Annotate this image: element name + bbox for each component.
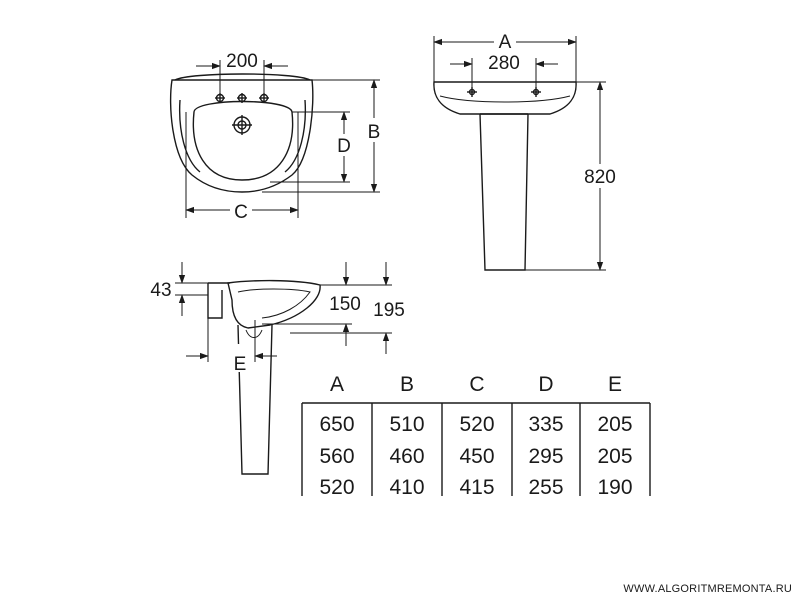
table-header: A [330,373,344,396]
table-cell: 560 [319,445,354,468]
table-cell: 520 [459,413,494,436]
dim-D-label: D [337,136,351,157]
dim-B-label: B [368,122,381,143]
table-cell: 460 [389,445,424,468]
dim-A-label: A [499,32,512,53]
table-cell: 335 [528,413,563,436]
table-header: B [400,373,414,396]
table-cell: 415 [459,476,494,499]
dim-280-label: 280 [488,53,520,74]
table-cell: 410 [389,476,424,499]
basin-outer-outline [169,79,314,193]
wall-bracket [207,283,223,319]
table-row: 560 460 450 295 205 [319,445,632,468]
table-cell: 205 [597,413,632,436]
table-cell: 450 [459,445,494,468]
size-table [301,402,651,496]
table-cell: 205 [597,445,632,468]
table-cell: 520 [319,476,354,499]
table-row: 520 410 415 255 190 [319,476,632,499]
dim-150-label: 150 [329,294,361,315]
front-pedestal [479,113,529,271]
basin-inner-bowl [192,100,294,181]
table-cell: 255 [528,476,563,499]
watermark-text: WWW.ALGORITMREMONTA.RU [623,583,792,595]
front-view [433,36,606,271]
dim-200-label: 200 [226,51,258,72]
drain-icon [232,115,252,135]
size-table-headers: A B C D E [330,373,622,396]
basin-rim [174,73,311,81]
table-header: C [469,373,484,396]
front-basin [433,81,577,115]
dim-195-label: 195 [373,300,405,321]
table-cell: 510 [389,413,424,436]
table-row: 650 510 520 335 205 [319,413,632,436]
tap-hole-icon [237,93,247,103]
side-view [175,262,392,475]
table-header: E [608,373,622,396]
dim-E-label: E [234,354,247,375]
table-cell: 295 [528,445,563,468]
table-cell: 190 [597,476,632,499]
dim-43-label: 43 [150,280,171,301]
table-header: D [538,373,553,396]
table-cell: 650 [319,413,354,436]
dim-820-label: 820 [584,167,616,188]
dim-C-label: C [234,202,248,223]
side-pedestal [237,324,273,475]
side-basin [227,279,321,329]
